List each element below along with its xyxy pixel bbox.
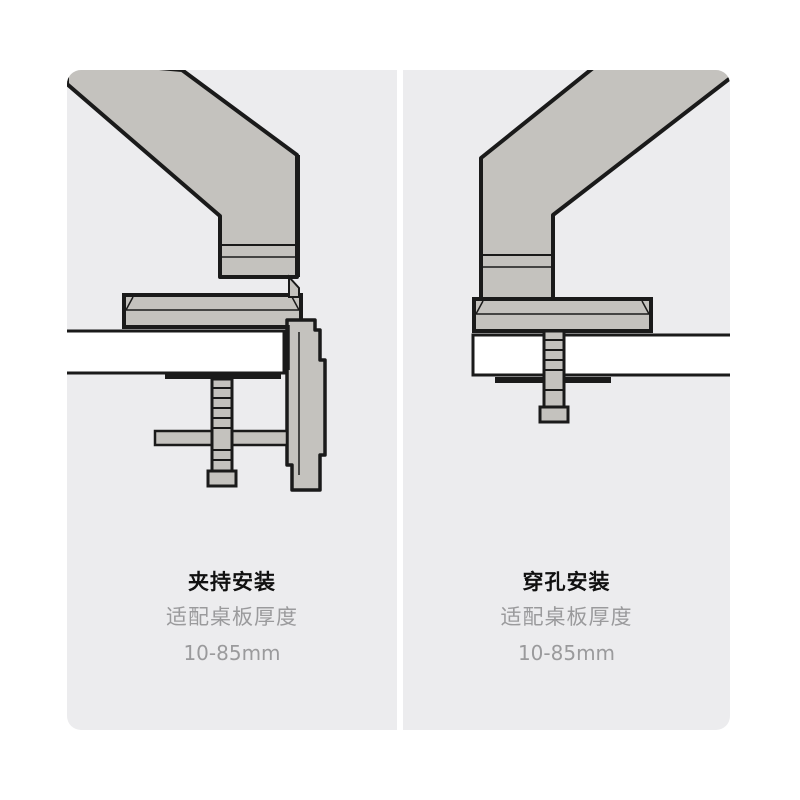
- grommet-thickness-range: 10-85mm: [517, 641, 616, 665]
- clamp-screw: [206, 377, 238, 488]
- clamp-desk-thickness-label: 适配桌板厚度: [166, 605, 298, 629]
- mount-arm: [67, 70, 300, 279]
- mount-base-plate: [122, 274, 303, 329]
- grommet-desk-thickness-label: 适配桌板厚度: [500, 605, 633, 629]
- mount-arm: [479, 70, 730, 302]
- grommet-mount-diagram: [471, 70, 730, 424]
- clamp-install-title: 夹持安装: [188, 570, 276, 594]
- clamp-bracket: [285, 318, 327, 492]
- clamp-mount-diagram: [67, 70, 327, 492]
- grommet-install-panel: 穿孔安装 适配桌板厚度 10-85mm: [403, 70, 730, 730]
- clamp-caption: 夹持安装 适配桌板厚度 10-85mm: [67, 567, 397, 668]
- grommet-screw: [538, 329, 570, 424]
- grommet-install-title: 穿孔安装: [522, 570, 611, 594]
- mount-base-plate: [472, 297, 653, 333]
- desk-board: [471, 333, 730, 377]
- clamp-upper-pad: [165, 373, 281, 379]
- clamp-thickness-range: 10-85mm: [183, 641, 281, 665]
- desk-board: [67, 329, 286, 375]
- clamp-install-panel: 夹持安装 适配桌板厚度 10-85mm: [67, 70, 397, 730]
- grommet-caption: 穿孔安装 适配桌板厚度 10-85mm: [403, 567, 730, 668]
